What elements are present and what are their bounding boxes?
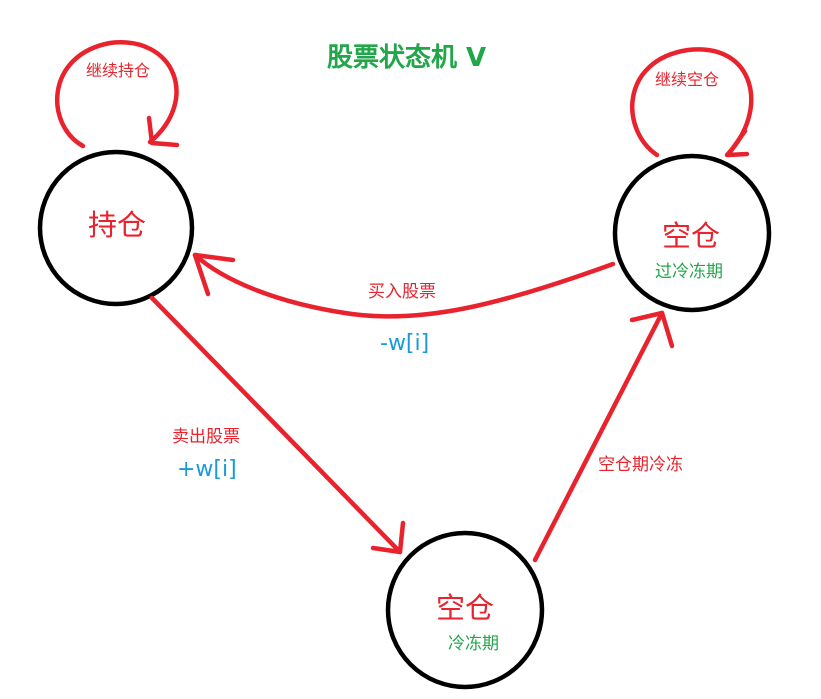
buy-transition-weight: -w[i] <box>380 331 430 356</box>
buy-transition-arrow <box>192 252 616 319</box>
self-loop-hold-arrow <box>54 40 180 149</box>
diagram-title: 股票状态机 V <box>327 43 487 73</box>
state-hold-label: 持仓 <box>88 208 147 242</box>
sell-transition-arrow <box>149 295 406 555</box>
state-node-hold <box>37 149 195 307</box>
freeze-transition-arrow <box>532 310 675 563</box>
state-cooldown-over-label: 空仓 <box>662 219 721 253</box>
self-loop-empty-arrow <box>630 47 754 158</box>
state-node-cooldown-over <box>612 153 772 313</box>
state-cooldown-label: 空仓 <box>436 591 495 625</box>
state-node-cooldown <box>385 530 545 690</box>
self-loop-hold-label: 继续持仓 <box>86 61 151 80</box>
freeze-transition-label: 空仓期冷冻 <box>598 455 683 475</box>
state-cooldown-subtitle: 冷冻期 <box>448 634 499 654</box>
sell-transition-weight: +w[i] <box>177 457 237 482</box>
self-loop-empty-label: 继续空仓 <box>655 70 720 89</box>
state-cooldown-over-subtitle: 过冷冻期 <box>655 262 723 282</box>
sell-transition-label: 卖出股票 <box>172 427 240 447</box>
buy-transition-label: 买入股票 <box>368 282 436 302</box>
